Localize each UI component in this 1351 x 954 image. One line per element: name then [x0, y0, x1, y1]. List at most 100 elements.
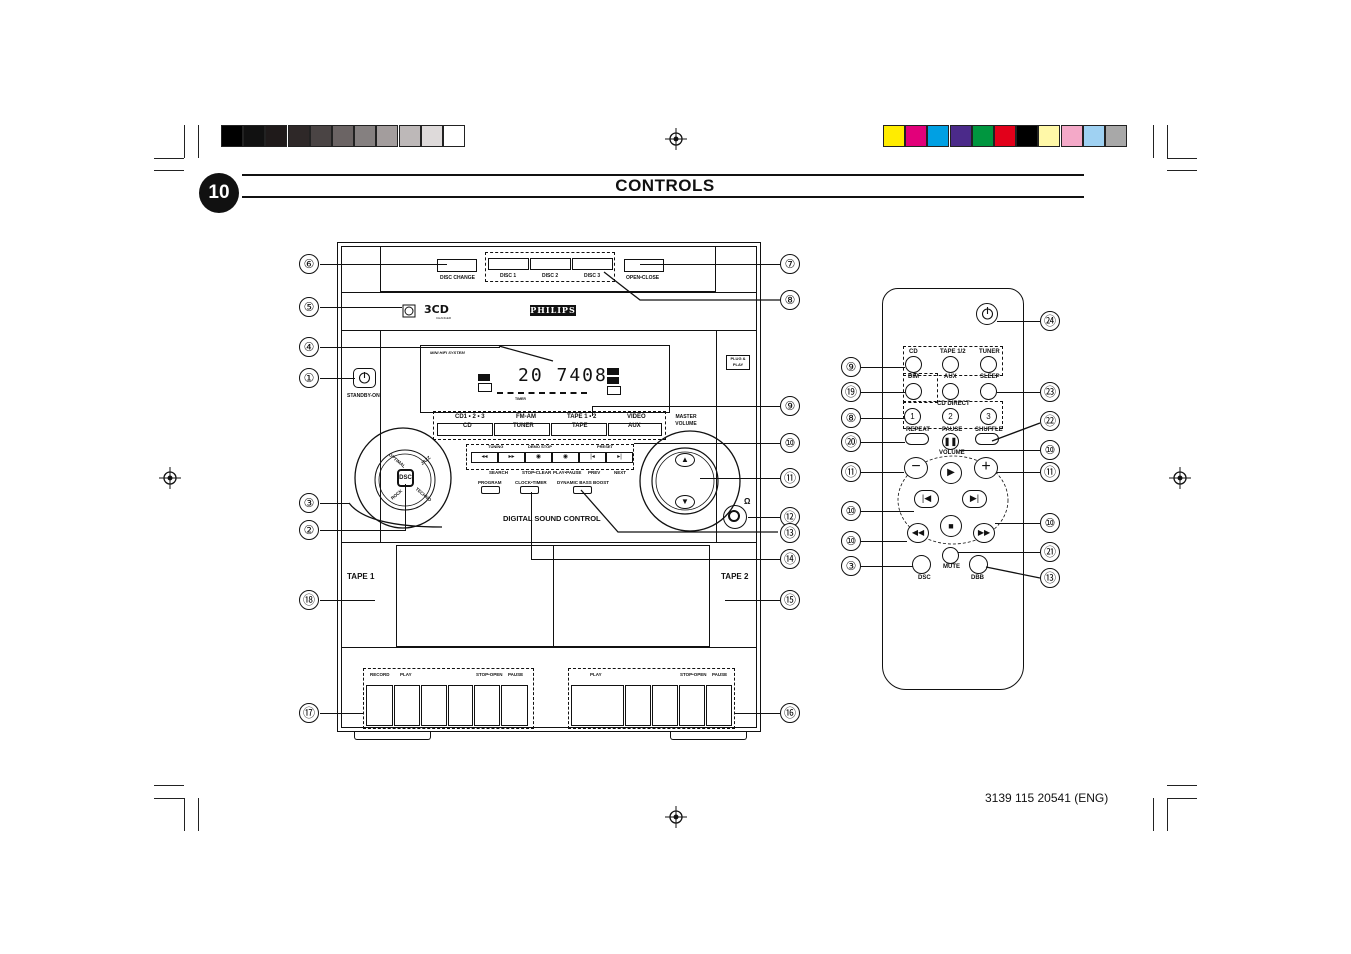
- callout-9: ⑨: [780, 396, 800, 416]
- deck-key-button[interactable]: [679, 685, 705, 726]
- search-back-button[interactable]: ◂◂: [471, 452, 498, 463]
- display-timer-label: TIMER: [515, 397, 526, 401]
- remote-rewind-button[interactable]: ◀◀: [907, 523, 929, 543]
- stop-clear-button[interactable]: ◉: [525, 452, 552, 463]
- remote-forward-button[interactable]: ▶▶: [973, 523, 995, 543]
- callout-2: ②: [299, 520, 319, 540]
- remote-volume-up-button[interactable]: +: [974, 457, 998, 479]
- open-close-button[interactable]: [624, 259, 664, 272]
- remote-repeat-button[interactable]: [905, 433, 929, 445]
- color-swatch: [1082, 125, 1105, 147]
- deck-key-button[interactable]: [571, 685, 624, 726]
- program-button[interactable]: [481, 486, 500, 494]
- color-swatch: [443, 125, 465, 147]
- clock-timer-button[interactable]: [520, 486, 539, 494]
- color-swatch: [883, 125, 905, 147]
- deck-key-button[interactable]: [474, 685, 500, 726]
- crop-mark: [198, 798, 199, 831]
- remote-volume-down-button[interactable]: −: [904, 457, 928, 479]
- color-swatch: [265, 125, 288, 147]
- standby-button[interactable]: [353, 368, 376, 388]
- remote-number-button[interactable]: 1: [904, 408, 921, 425]
- headphone-jack: [723, 505, 747, 529]
- disc-change-button[interactable]: [437, 259, 477, 272]
- color-swatch: [398, 125, 421, 147]
- remote-tape-button[interactable]: [942, 356, 959, 373]
- registration-mark-icon: [665, 128, 687, 150]
- remote-pause-button[interactable]: ❚❚: [942, 433, 959, 450]
- deck-key-button[interactable]: [706, 685, 732, 726]
- cd-source-label: CD: [463, 423, 472, 429]
- volume-down-button[interactable]: ▼: [675, 495, 695, 509]
- deck-key-button[interactable]: [366, 685, 393, 726]
- unit-foot: [670, 731, 747, 740]
- deck-key-button[interactable]: [421, 685, 447, 726]
- remote-aux-button[interactable]: [942, 383, 959, 400]
- callout-5: ⑤: [299, 297, 319, 317]
- aux-source-button[interactable]: [608, 423, 662, 436]
- remote-cd-button[interactable]: [905, 356, 922, 373]
- remote-next-button[interactable]: ▶|: [962, 490, 987, 508]
- deck-key-button[interactable]: [652, 685, 678, 726]
- color-swatch: [971, 125, 994, 147]
- remote-dim-label: DIM: [908, 374, 919, 380]
- power-button[interactable]: [976, 303, 998, 325]
- search-forward-button[interactable]: ▸▸: [498, 452, 525, 463]
- demo-stop-label: DEMO STOP: [528, 444, 552, 449]
- cd-source-button[interactable]: [437, 423, 493, 436]
- deck-key-button[interactable]: [625, 685, 651, 726]
- remote-number-button[interactable]: 3: [980, 408, 997, 425]
- display-indicators-left: [478, 370, 502, 396]
- disc2-label: DISC 2: [542, 273, 559, 279]
- display-digits: 20 7408: [518, 365, 608, 386]
- deck-key-button[interactable]: [501, 685, 528, 726]
- tape1-label: TAPE 1: [347, 572, 375, 581]
- callout-19: ⑲: [841, 382, 861, 402]
- remote-play-button[interactable]: ▶: [940, 462, 962, 484]
- crop-mark: [1167, 170, 1197, 171]
- remote-stop-button[interactable]: ■: [940, 515, 962, 537]
- volume-up-button[interactable]: ▲: [675, 453, 695, 467]
- remote-dsc-button[interactable]: [912, 555, 931, 574]
- tape-source-button[interactable]: [551, 423, 607, 436]
- registration-mark-icon: [1169, 467, 1191, 489]
- callout-8: ⑧: [841, 408, 861, 428]
- tuner-source-button[interactable]: [494, 423, 550, 436]
- callout-14: ⑭: [780, 549, 800, 569]
- remote-dbb-button[interactable]: [969, 555, 988, 574]
- remote-number-button[interactable]: 2: [942, 408, 959, 425]
- callout-10: ⑩: [1040, 440, 1060, 460]
- remote-aux-label: AUX: [944, 374, 957, 380]
- remote-dsc-label: DSC: [918, 575, 931, 581]
- callout-6: ⑥: [299, 254, 319, 274]
- system-label: MINI HIFI SYSTEM: [430, 350, 465, 355]
- remote-mute-button[interactable]: [942, 547, 959, 564]
- deck2-stop-label: STOP•OPEN: [680, 672, 707, 677]
- crop-mark: [154, 785, 184, 786]
- remote-dim-button[interactable]: [905, 383, 922, 400]
- color-swatch: [354, 125, 377, 147]
- disc2-button[interactable]: [530, 258, 571, 270]
- callout-15: ⑮: [780, 590, 800, 610]
- crop-mark: [198, 125, 199, 158]
- callout-7: ⑦: [780, 254, 800, 274]
- prev-button[interactable]: |◂: [579, 452, 606, 463]
- deck2-pause-label: PAUSE: [712, 672, 728, 677]
- callout-11: ⑪: [1040, 462, 1060, 482]
- preset-label: PRESET: [597, 444, 614, 449]
- next-label: NEXT: [614, 470, 627, 475]
- next-button[interactable]: ▸|: [606, 452, 633, 463]
- deck-key-button[interactable]: [394, 685, 420, 726]
- dbb-button[interactable]: [573, 486, 592, 494]
- disc1-button[interactable]: [488, 258, 529, 270]
- remote-tuner-button[interactable]: [980, 356, 997, 373]
- color-swatch: [949, 125, 972, 147]
- remote-prev-button[interactable]: |◀: [914, 490, 939, 508]
- play-pause-button[interactable]: ◉: [552, 452, 579, 463]
- disc3-button[interactable]: [572, 258, 613, 270]
- remote-nav-ring: [897, 455, 1009, 545]
- color-swatch: [287, 125, 310, 147]
- tape-source-label: TAPE: [572, 423, 588, 429]
- remote-sleep-button[interactable]: [980, 383, 997, 400]
- deck-key-button[interactable]: [448, 685, 473, 726]
